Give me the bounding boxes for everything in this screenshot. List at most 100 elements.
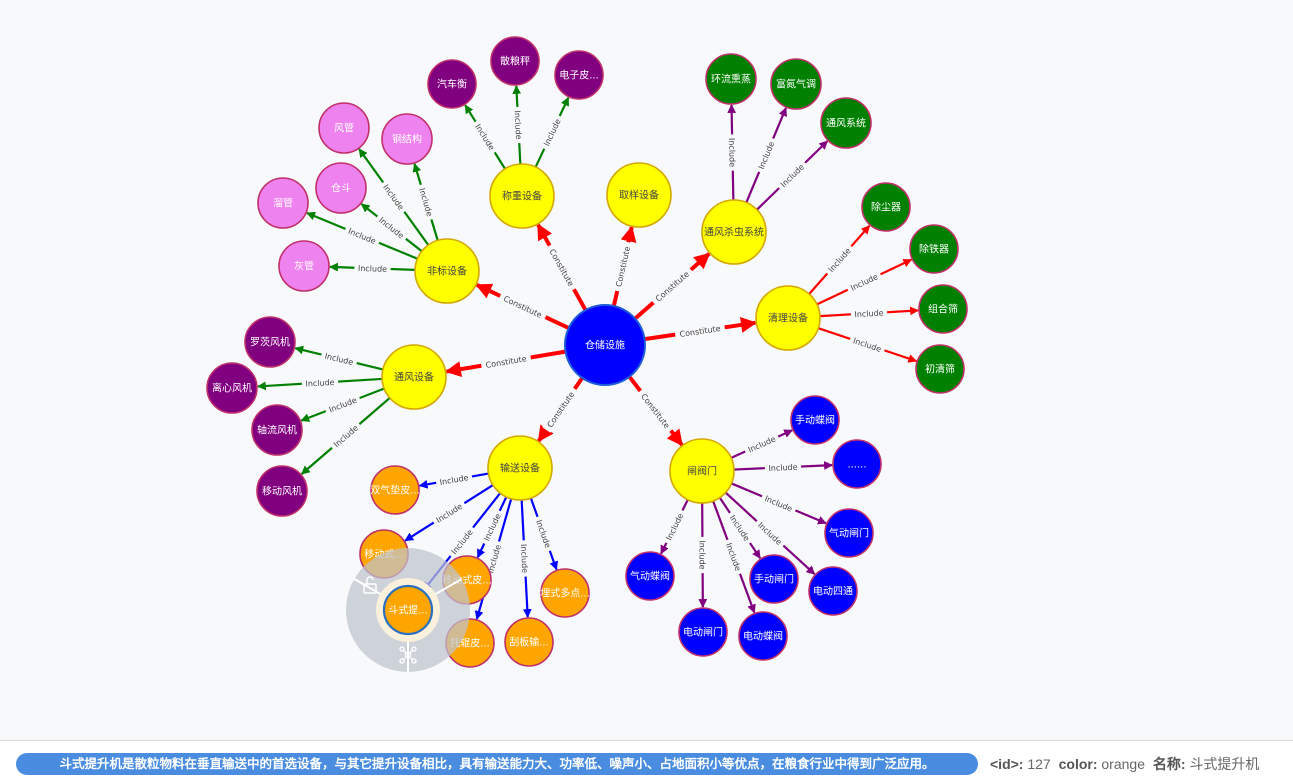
graph-node-n4[interactable]: 溜管 (257, 177, 309, 229)
edge-label: Include (358, 264, 387, 274)
graph-node-gate[interactable]: 闸阀门 (669, 438, 735, 504)
node-circle[interactable] (749, 554, 799, 604)
graph-node-f4[interactable]: 移动风机 (256, 465, 308, 517)
node-circle[interactable] (669, 438, 735, 504)
node-circle[interactable] (861, 182, 911, 232)
graph-node-nonstd[interactable]: 非标设备 (414, 238, 480, 304)
graph-node-n5[interactable]: 灰管 (278, 240, 330, 292)
node-circle[interactable] (256, 465, 308, 517)
edge-label: Include (417, 187, 434, 218)
node-circle[interactable] (257, 177, 309, 229)
edge-label: Include (347, 227, 377, 246)
node-circle[interactable] (381, 344, 447, 410)
graph-node-g4[interactable]: 电动四通 (808, 566, 858, 616)
graph-node-weigh[interactable]: 称重设备 (489, 163, 555, 229)
edge-label: Include (439, 473, 469, 487)
graph-node-g5[interactable]: 手动闸门 (749, 554, 799, 604)
node-circle[interactable] (414, 238, 480, 304)
node-circle[interactable] (909, 224, 959, 274)
node-circle[interactable] (278, 240, 330, 292)
graph-node-v2[interactable]: 富氮气调 (770, 58, 822, 110)
graph-node-sample[interactable]: 取样设备 (606, 162, 672, 228)
edge-label-bg (512, 106, 525, 144)
node-circle[interactable] (678, 607, 728, 657)
node-circle[interactable] (487, 435, 553, 501)
edge-label: Constitute (654, 270, 691, 304)
graph-node-f2[interactable]: 离心风机 (206, 362, 258, 414)
graph-node-t5[interactable]: 刮板输... (504, 617, 554, 667)
edge-label-bg (754, 136, 778, 174)
node-circle[interactable] (318, 102, 370, 154)
node-circle[interactable] (832, 439, 882, 489)
node-circle[interactable] (370, 465, 420, 515)
node-circle[interactable] (755, 285, 821, 351)
node-circle[interactable] (244, 316, 296, 368)
graph-node-clean[interactable]: 清理设备 (755, 285, 821, 351)
graph-node-convey[interactable]: 输送设备 (487, 435, 553, 501)
edge-label: Include (779, 162, 806, 189)
node-circle[interactable] (918, 284, 968, 334)
node-circle[interactable] (606, 162, 672, 228)
graph-node-g7[interactable]: 电动闸门 (678, 607, 728, 657)
node-circle[interactable] (824, 508, 874, 558)
node-circle[interactable] (206, 362, 258, 414)
graph-node-n1[interactable]: 风管 (318, 102, 370, 154)
graph-node-f3[interactable]: 轴流风机 (251, 404, 303, 456)
graph-node-v3[interactable]: 通风系统 (820, 97, 872, 149)
graph-node-g8[interactable]: 气动蝶阀 (625, 551, 675, 601)
graph-node-n3[interactable]: 仓斗 (315, 162, 367, 214)
graph-node-t6[interactable]: 埋式多点... (540, 568, 590, 618)
graph-node-t1[interactable]: 双气垫皮... (370, 465, 420, 515)
graph-node-vent_kill[interactable]: 通风杀虫系统 (701, 199, 767, 265)
node-circle[interactable] (427, 59, 477, 109)
edge-label: Include (727, 138, 737, 167)
edge-label-bg (722, 538, 745, 576)
node-circle[interactable] (625, 551, 675, 601)
unlock-icon[interactable] (363, 576, 377, 594)
graph-node-f1[interactable]: 罗茨风机 (244, 316, 296, 368)
graph-node-v1[interactable]: 环流熏蒸 (705, 53, 757, 105)
graph-node-g2[interactable]: ...... (832, 439, 882, 489)
edge-label-bg (480, 352, 532, 371)
node-circle[interactable] (382, 584, 434, 636)
node-circle[interactable] (820, 97, 872, 149)
node-circle[interactable] (315, 162, 367, 214)
edge-label: Include (377, 216, 406, 241)
node-circle[interactable] (705, 53, 757, 105)
node-circle[interactable] (808, 566, 858, 616)
graph-node-selected[interactable]: 斗式提... (376, 578, 440, 642)
hierarchy-icon[interactable] (399, 646, 417, 664)
node-circle[interactable] (790, 395, 840, 445)
node-circle[interactable] (490, 36, 540, 86)
node-circle[interactable] (504, 617, 554, 667)
node-circle[interactable] (564, 304, 646, 386)
node-circle[interactable] (251, 404, 303, 456)
edge-label: Include (697, 540, 706, 569)
node-circle[interactable] (489, 163, 555, 229)
graph-node-g6[interactable]: 电动蝶阀 (738, 611, 788, 661)
edge-label: Include (450, 528, 475, 556)
node-circle[interactable] (770, 58, 822, 110)
graph-node-center[interactable]: 仓储设施 (564, 304, 646, 386)
graph-node-c2[interactable]: 除铁器 (909, 224, 959, 274)
graph-node-g3[interactable]: 气动闸门 (824, 508, 874, 558)
graph-node-c1[interactable]: 除尘器 (861, 182, 911, 232)
graph-node-w2[interactable]: 散粮秤 (490, 36, 540, 86)
node-circle[interactable] (540, 568, 590, 618)
graph-node-c4[interactable]: 初清筛 (915, 344, 965, 394)
node-circle[interactable] (381, 113, 433, 165)
edge-label-bg (324, 393, 362, 416)
node-circle[interactable] (915, 344, 965, 394)
edge-label: Include (305, 378, 335, 389)
graph-node-w3[interactable]: 电子皮... (554, 50, 604, 100)
node-circle[interactable] (738, 611, 788, 661)
graph-node-g1[interactable]: 手动蝶阀 (790, 395, 840, 445)
graph-node-c3[interactable]: 组合筛 (918, 284, 968, 334)
node-circle[interactable] (554, 50, 604, 100)
node-circle[interactable] (701, 199, 767, 265)
graph-node-n2[interactable]: 钢结构 (381, 113, 433, 165)
graph-node-ventdev[interactable]: 通风设备 (381, 344, 447, 410)
graph-node-w1[interactable]: 汽车衡 (427, 59, 477, 109)
